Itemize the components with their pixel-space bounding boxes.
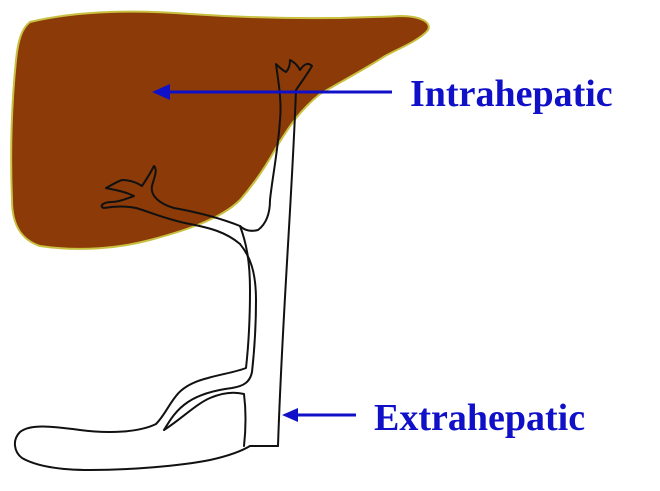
cystic-duct-lower-wall xyxy=(164,393,246,446)
common-duct-right-wall xyxy=(278,90,296,446)
common-hepatic-duct-left-wall xyxy=(164,244,256,430)
extrahepatic-label: Extrahepatic xyxy=(374,397,585,439)
extrahepatic-arrow xyxy=(282,408,356,422)
intrahepatic-label: Intrahepatic xyxy=(410,73,613,115)
left-arrow-icon xyxy=(282,408,298,422)
liver-shape xyxy=(11,12,429,249)
cystic-duct-upper-wall xyxy=(15,226,250,470)
